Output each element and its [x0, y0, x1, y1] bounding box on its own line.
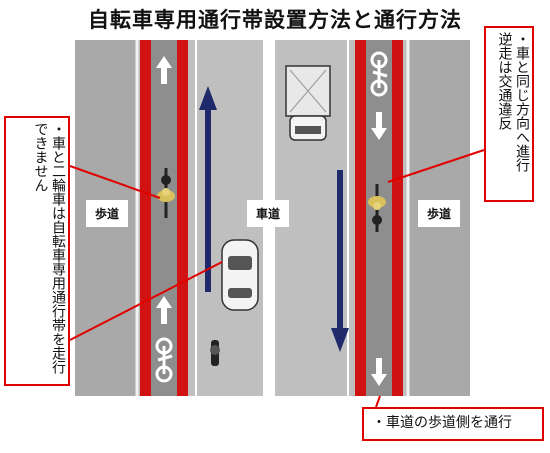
bike-lane-arrow-up-icon: [156, 56, 172, 324]
callout-sidewalk-side: ・車道の歩道側を通行: [362, 407, 544, 441]
cyclist-left-icon: [157, 168, 175, 218]
roadway-label: 車道: [247, 200, 289, 227]
callout-no-cars: ・車と二輪車は自転車専用通行帯を走行できません: [4, 116, 70, 386]
callout-pointers: [69, 149, 485, 408]
car-icon: [221, 239, 259, 311]
truck-icon: [285, 65, 331, 141]
callout-same-direction: ・車と同じ方向へ進行 逆走は交通違反: [484, 26, 534, 202]
bike-lane-arrow-down-icon: [371, 112, 387, 386]
cyclist-right-icon: [368, 184, 386, 232]
bicycle-marking-icon: [155, 51, 388, 383]
traffic-arrow-down-icon: [331, 170, 349, 352]
traffic-arrow-up-icon: [199, 86, 217, 292]
sidewalk-right-label: 歩道: [418, 200, 460, 227]
motorcycle-icon: [210, 340, 220, 366]
page-title: 自転車専用通行帯設置方法と通行方法: [88, 8, 462, 32]
sidewalk-left-label: 歩道: [86, 200, 128, 227]
